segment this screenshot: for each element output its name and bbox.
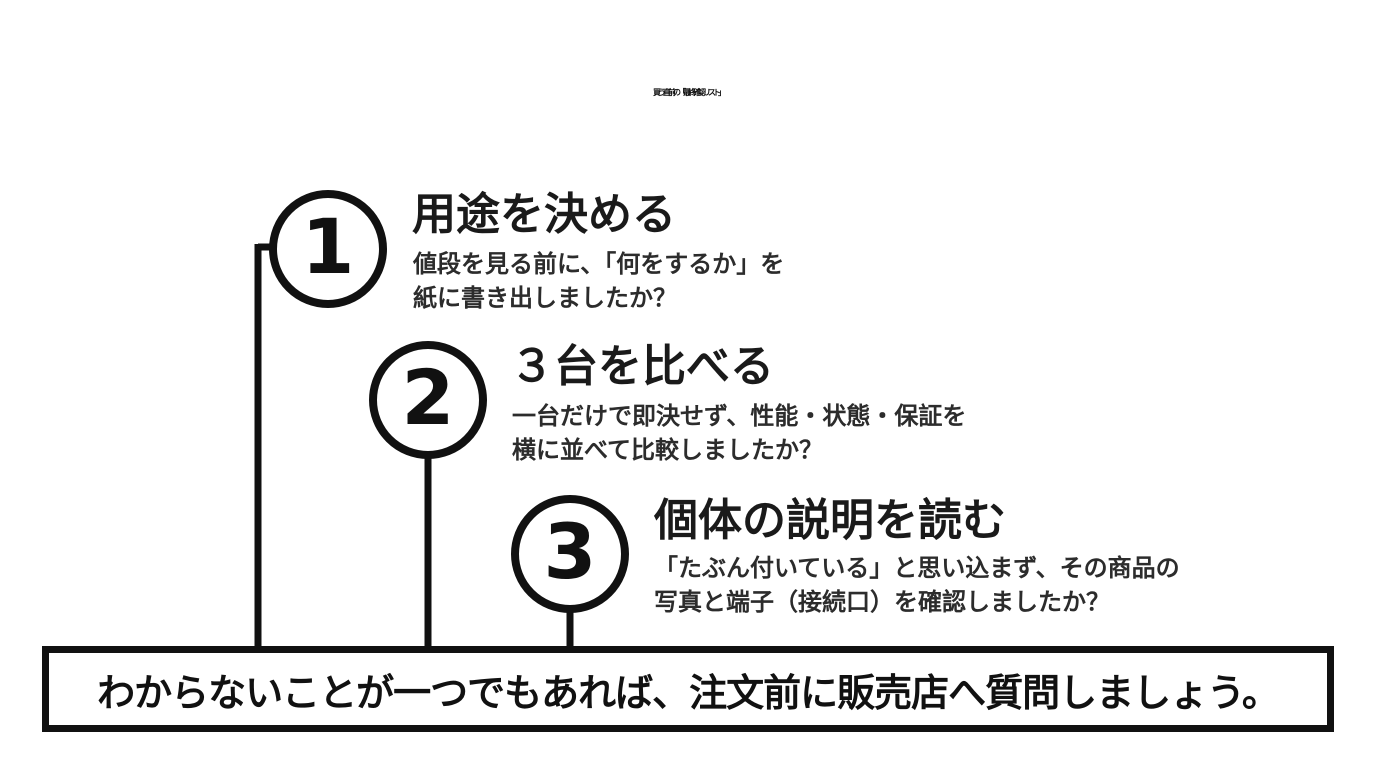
step-3-desc-line-2: 写真と端子（接続口）を確認しましたか？: [654, 588, 1110, 616]
step-2-desc-line-1: 一台だけで即決せず、性能・状態・保証を: [512, 402, 967, 430]
step-2-desc-line-2: 横に並べて比較しましたか？: [512, 436, 824, 464]
step-1-desc-line-1: 値段を見る前に、「何をするか」を: [413, 250, 785, 278]
step-2-number: 2: [402, 353, 455, 442]
step-1-title: 用途を決める: [412, 189, 676, 240]
step-3-desc-line-1: 「たぶん付いている」と思い込まず、その商品の: [654, 554, 1180, 582]
step-2-title: ３台を比べる: [510, 341, 774, 392]
page-title: 買う直前の「最終確認リスト」: [653, 88, 726, 97]
bottom-message-box: わからないことが一つでもあれば、注文前に販売店へ質問しましょう。: [42, 646, 1334, 732]
step-1-number: 1: [302, 202, 355, 291]
step-3-number: 3: [544, 507, 597, 596]
bottom-message: わからないことが一つでもあれば、注文前に販売店へ質問しましょう。: [97, 670, 1280, 715]
step-1-desc-line-2: 紙に書き出しましたか？: [413, 284, 677, 312]
step-1-badge: 1: [269, 190, 387, 308]
step-3-badge: 3: [511, 495, 629, 613]
step-3-title: 個体の説明を読む: [654, 495, 1006, 546]
step-2-badge: 2: [369, 341, 487, 459]
